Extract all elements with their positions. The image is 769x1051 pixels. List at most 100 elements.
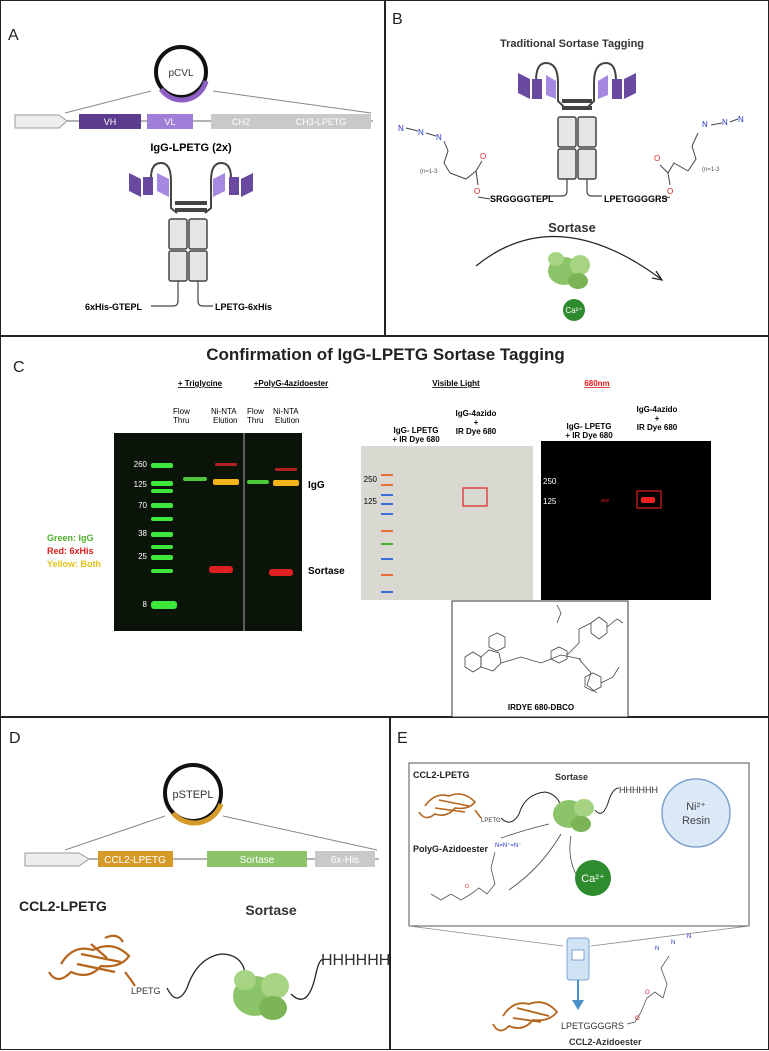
svg-text:N: N [702, 120, 708, 129]
ladder-70: 70 [138, 501, 147, 510]
antibody-icon [129, 161, 253, 307]
column-icon [566, 937, 590, 1010]
sample2-visible-c: IR Dye 680 [456, 427, 497, 436]
legend-red: Red: 6xHis [47, 546, 94, 556]
segment-vh [79, 114, 141, 129]
lane-flow-2-b: Thru [247, 416, 263, 425]
svg-text:O: O [667, 187, 673, 196]
right-azidoester: N N N O O [654, 115, 744, 200]
ladder-25: 25 [138, 552, 147, 561]
panel-a: A pCVL VH VL CH2 CH3-LPETG IgG-LPETG (2x… [0, 0, 385, 336]
nm-ladder-125: 125 [543, 497, 557, 506]
panel-d-diagram: pSTEPL CCL2-LPETG Sortase 6x-His CCL2-LP… [19, 763, 390, 1020]
plasmid-name: pCVL [168, 68, 193, 79]
segment-ch2-label: CH2 [232, 117, 250, 127]
left-n: (n=1-3 [420, 169, 438, 175]
left-tag: 6xHis-GTEPL [85, 302, 143, 312]
dye-name: IRDYE 680-DBCO [508, 703, 574, 712]
panel-c-title: Confirmation of IgG-LPETG Sortase Taggin… [206, 345, 565, 364]
dye-structure-box [451, 600, 629, 718]
svg-text:N: N [655, 946, 659, 952]
lane-flow-2-a: Flow [247, 407, 264, 416]
ladder-260: 260 [134, 460, 148, 469]
segment-his-label: 6x-His [331, 855, 359, 866]
svg-text:N: N [671, 940, 675, 946]
ladder-125: 125 [134, 480, 148, 489]
ccl2-protein-icon [418, 793, 482, 819]
segment-ccl2-label: CCL2-LPETG [104, 855, 166, 866]
promoter-arrow [24, 852, 90, 867]
motif-label: LPETG [481, 818, 501, 824]
polyg-azidoester-icon: N=N⁺=N⁻ O [430, 842, 521, 901]
panel-c-label: C [13, 359, 25, 376]
polyg-label: PolyG-Azidoester [413, 844, 489, 854]
band-elution-1-sortase [209, 566, 233, 573]
nm-highlight-box [636, 490, 662, 509]
panel-c-gels: + Triglycine +PolyG-4azidoester Flow Thr… [47, 379, 711, 718]
band-elution-2-igg [273, 480, 299, 486]
svg-text:N: N [687, 934, 691, 940]
svg-text:N: N [738, 115, 744, 124]
visible-title: Visible Light [432, 379, 480, 388]
left-azidoester: N N N O O [398, 124, 491, 200]
segment-vl-label: VL [164, 117, 175, 127]
segment-vh-label: VH [104, 117, 117, 127]
promoter-arrow [14, 114, 68, 129]
visible-ladder [381, 474, 393, 593]
panel-b: B Traditional Sortase Tagging N N N [385, 0, 769, 336]
right-seq: LPETGGGGRS [604, 194, 668, 204]
svg-text:N: N [398, 124, 404, 133]
enzyme-label: Sortase [548, 220, 596, 235]
product-seq: LPETGGGGRS [561, 1021, 624, 1031]
panel-e-label: E [397, 730, 408, 747]
svg-text:N=N⁺=N⁻: N=N⁺=N⁻ [495, 842, 521, 849]
sortase-label: Sortase [555, 772, 588, 782]
nm-band [641, 497, 655, 503]
sample2-nm-c: IR Dye 680 [637, 423, 678, 432]
plasmid-circle [154, 45, 208, 99]
svg-text:N: N [418, 128, 424, 137]
panel-a-label: A [8, 27, 19, 44]
panel-d-label: D [9, 730, 21, 747]
condition-1: + Triglycine [178, 379, 223, 388]
panel-e-diagram: CCL2-LPETG Sortase LPETG HHHHHH Ni²⁺ Res… [408, 762, 750, 1047]
panel-d: D pSTEPL CCL2-LPETG Sortase 6x-His CCL2-… [0, 717, 390, 1050]
sample1-visible-b: + IR Dye 680 [392, 435, 440, 444]
panel-a-diagram: pCVL VH VL CH2 CH3-LPETG IgG-LPETG (2x) [14, 45, 373, 312]
panel-b-title: Traditional Sortase Tagging [500, 38, 644, 50]
right-tag: LPETG-6xHis [215, 302, 272, 312]
resin-bead [661, 778, 731, 848]
sample1-visible-a: IgG- LPETG [394, 426, 439, 435]
panel-b-label: B [392, 11, 403, 28]
segment-sortase-label: Sortase [240, 855, 275, 866]
visible-gel [361, 446, 533, 600]
legend-green: Green: IgG [47, 533, 94, 543]
band-sortase-label: Sortase [308, 566, 345, 577]
ccl2-product-icon [492, 1001, 559, 1032]
nm-gel [541, 441, 711, 600]
sample1-nm-a: IgG- LPETG [567, 422, 612, 431]
plasmid-name: pSTEPL [173, 789, 214, 801]
svg-text:O: O [480, 152, 486, 161]
svg-text:O: O [465, 884, 469, 890]
ion-label: Ca²⁺ [565, 306, 582, 315]
his-label: HHHHHH [321, 952, 390, 969]
resin-label-1: Ni²⁺ [686, 801, 706, 813]
panel-c: C Confirmation of IgG-LPETG Sortase Tagg… [0, 336, 769, 718]
sortase-enzyme-icon [553, 799, 594, 832]
construct-label: IgG-LPETG (2x) [150, 142, 232, 154]
lane-flow-1-a: Flow [173, 407, 190, 416]
segment-ch3-label: CH3-LPETG [296, 117, 347, 127]
sortase-enzyme-icon [233, 970, 289, 1020]
his-label: HHHHHH [619, 785, 658, 795]
ladder-38: 38 [138, 529, 147, 538]
sample2-nm-a: IgG-4azido [637, 405, 678, 414]
lane-elution-2-a: Ni-NTA [273, 407, 299, 416]
plasmid-insert-arc [171, 803, 224, 826]
product-azidoester-icon: O O N N N [626, 934, 691, 1025]
ccl2-protein-icon [48, 934, 136, 987]
segment-ch3 [271, 114, 371, 129]
segment-ch2 [211, 114, 271, 129]
segment-sortase [207, 851, 307, 867]
sample2-visible-b: + [474, 418, 479, 427]
